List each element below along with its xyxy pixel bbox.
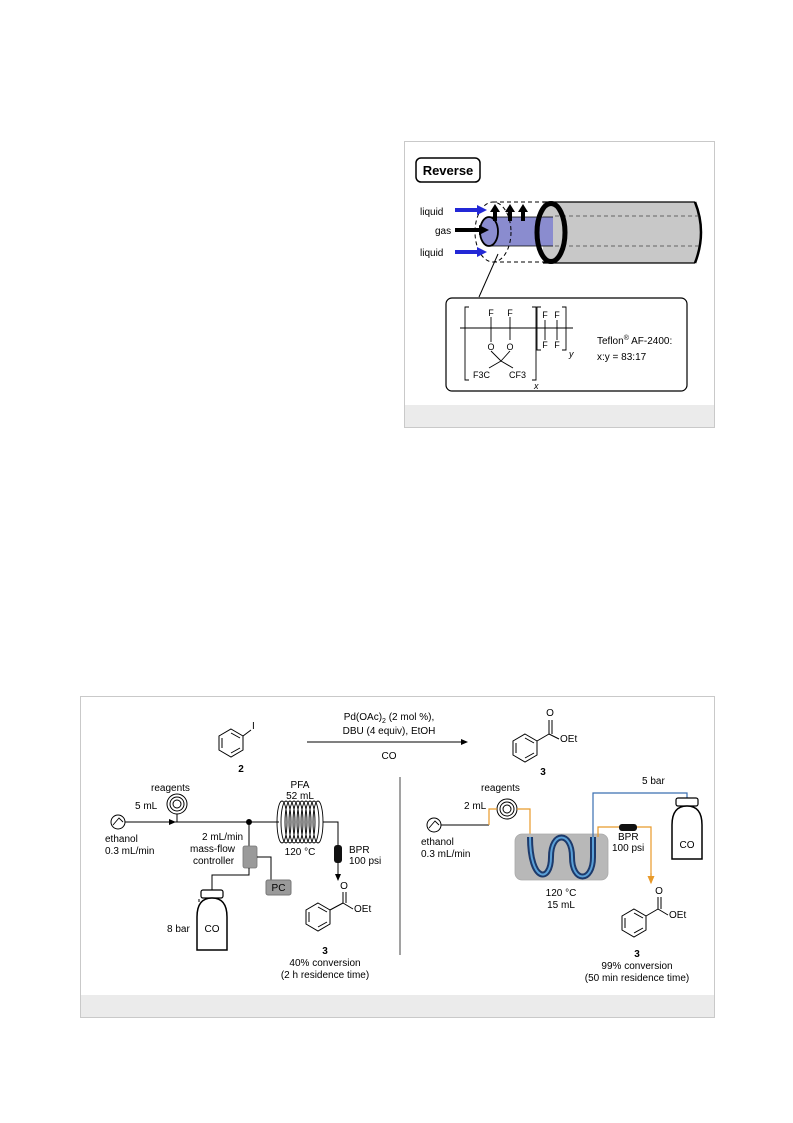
figure2-caption-strip xyxy=(81,995,714,1017)
cf3-left: F3C xyxy=(473,370,491,380)
right-pump xyxy=(426,817,442,833)
teflon-ratio: x:y = 83:17 xyxy=(597,352,647,363)
right-residence-time: (50 min residence time) xyxy=(585,973,689,984)
liquid-label-bottom: liquid xyxy=(420,248,443,259)
f-atom: F xyxy=(542,340,548,350)
polymer-structure-box xyxy=(445,297,688,392)
right-conversion: 99% conversion xyxy=(601,961,672,972)
left-reagents-label: reagents xyxy=(151,783,190,794)
right-sample-loop xyxy=(496,798,518,820)
right-reagents-label: reagents xyxy=(481,783,520,794)
left-mass-flow-controller xyxy=(242,845,258,869)
left-ester-oxygen: O xyxy=(340,881,348,892)
left-temperature: 120 °C xyxy=(285,847,316,858)
o-atom: O xyxy=(506,342,513,352)
liquid-label-top: liquid xyxy=(420,207,443,218)
f-atom: F xyxy=(554,310,560,320)
teflon-af-structure xyxy=(460,306,573,381)
left-bpr xyxy=(334,845,342,863)
right-ester-oet: OEt xyxy=(669,910,686,921)
flow-setup-diagram: I 2 Pd(OAc)2 (2 mol %), DBU (4 equiv), E… xyxy=(105,708,703,984)
right-product-number: 3 xyxy=(634,949,640,960)
right-co-cylinder xyxy=(671,797,703,860)
figure1-caption-strip xyxy=(405,405,714,427)
left-mfc-label-1: mass-flow xyxy=(190,844,236,855)
subscript-x: x xyxy=(533,381,539,391)
ester-oxygen: O xyxy=(546,708,554,719)
ester-oet: OEt xyxy=(560,734,577,745)
left-mfc-flow: 2 mL/min xyxy=(202,832,243,843)
left-pump-label: ethanol xyxy=(105,834,138,845)
f-atom: F xyxy=(507,308,513,318)
left-residence-time: (2 h residence time) xyxy=(281,970,369,981)
right-loop-volume: 2 mL xyxy=(464,801,487,812)
left-product-number: 3 xyxy=(322,946,328,957)
left-cylinder-gas: CO xyxy=(205,924,220,935)
right-temperature: 120 °C xyxy=(546,888,577,899)
right-pump-label: ethanol xyxy=(421,837,454,848)
compound-3-number: 3 xyxy=(540,767,546,778)
reagent-line-1: Pd(OAc)2 (2 mol %), xyxy=(344,712,435,725)
left-pfa-coil-reactor xyxy=(276,800,324,844)
right-gas-pressure: 5 bar xyxy=(642,776,665,787)
subscript-y: y xyxy=(568,349,574,359)
right-pump-flow: 0.3 mL/min xyxy=(421,849,470,860)
o-atom: O xyxy=(487,342,494,352)
f-atom: F xyxy=(554,340,560,350)
f-atom: F xyxy=(542,310,548,320)
right-ester-oxygen: O xyxy=(655,886,663,897)
left-reactor-material: PFA xyxy=(291,780,310,791)
right-reactor-volume: 15 mL xyxy=(547,900,575,911)
outer-tube-body xyxy=(543,202,701,263)
f-atom: F xyxy=(488,308,494,318)
left-pump xyxy=(110,814,126,830)
left-bpr-label: BPR xyxy=(349,845,370,856)
compound-2-number: 2 xyxy=(238,764,244,775)
left-ester-oet: OEt xyxy=(354,904,371,915)
gas-inlet-arrow xyxy=(455,225,489,235)
left-pc-label: PC xyxy=(272,883,286,894)
right-bpr-label: BPR xyxy=(618,832,639,843)
teflon-name: Teflon® AF-2400: xyxy=(597,334,672,347)
left-conversion: 40% conversion xyxy=(289,958,360,969)
gas-label: gas xyxy=(435,226,451,237)
iodo-label: I xyxy=(252,721,255,732)
left-cylinder-pressure: 8 bar xyxy=(167,924,190,935)
reverse-label-box xyxy=(415,157,481,183)
right-bpr-pressure: 100 psi xyxy=(612,843,644,854)
figure2-panel: I 2 Pd(OAc)2 (2 mol %), DBU (4 equiv), E… xyxy=(80,696,715,1018)
reverse-label: Reverse xyxy=(423,163,474,178)
left-product-structure xyxy=(305,892,354,932)
left-pump-flow: 0.3 mL/min xyxy=(105,846,154,857)
left-mfc-label-2: controller xyxy=(193,856,235,867)
below-arrow-label: CO xyxy=(382,751,397,762)
left-sample-loop xyxy=(166,793,188,822)
inner-tube-body xyxy=(491,217,553,246)
left-bpr-pressure: 100 psi xyxy=(349,856,381,867)
gas-permeation-arrows xyxy=(490,204,528,221)
ethyl-benzoate-structure xyxy=(512,720,560,763)
liquid-inlet-arrows xyxy=(455,205,487,257)
left-co-cylinder xyxy=(196,889,228,951)
tube-in-tube-diagram: Reverse liqui xyxy=(415,157,703,392)
iodobenzene-structure xyxy=(218,728,252,758)
reagent-line-2: DBU (4 equiv), EtOH xyxy=(343,726,436,737)
left-reactor-volume: 52 mL xyxy=(286,791,314,802)
right-bpr xyxy=(619,824,637,831)
right-cylinder-gas: CO xyxy=(680,840,695,851)
left-pressure-controller xyxy=(265,879,292,896)
cf3-right: CF3 xyxy=(509,370,526,380)
zoom-leader-line xyxy=(478,253,499,298)
figure1-panel: Reverse liqui xyxy=(404,141,715,428)
right-product-structure xyxy=(621,897,669,938)
left-loop-volume: 5 mL xyxy=(135,801,158,812)
